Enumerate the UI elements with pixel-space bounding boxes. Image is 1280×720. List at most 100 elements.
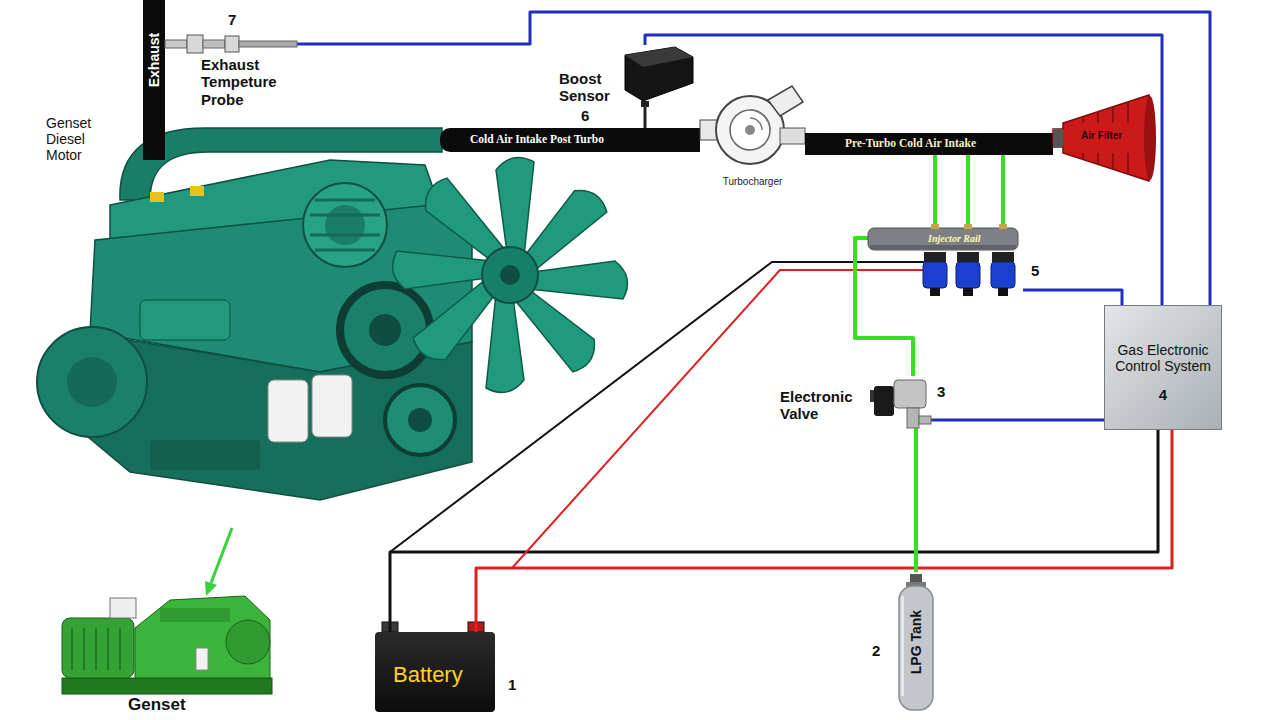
temperature-probe-symbol-part <box>187 35 203 53</box>
injector-rail-symbol-part <box>868 228 1018 250</box>
engine-illustration-part <box>312 375 352 437</box>
engine-illustration-part <box>408 408 432 432</box>
boost-sensor: Boost Sensor <box>555 45 695 107</box>
callout-number: 5 <box>1031 262 1039 279</box>
intake-pipe: Cold Air Intake Post Turbo <box>440 128 700 152</box>
wire-connector <box>645 35 1162 305</box>
pipe-label: Exhaust <box>146 33 162 87</box>
callout-number: 7 <box>228 11 236 28</box>
injector-rail-symbol-part <box>868 261 924 263</box>
wire-connector <box>644 107 647 128</box>
genset-illustration <box>62 596 272 694</box>
lpg-tank-symbol-part <box>899 586 933 710</box>
injector-rail-symbol-part <box>957 252 979 262</box>
pipe-label: Pre-Turbo Cold Air Intake <box>845 137 976 150</box>
temperature-probe: Exhaust Tempeture Probe <box>165 32 297 122</box>
genset-illustration-part <box>72 628 120 670</box>
engine-illustration-part <box>67 357 117 407</box>
air-filter: Air Filter <box>1053 95 1157 181</box>
injector-rail-symbol-part <box>923 262 947 288</box>
callout-number: 1 <box>508 676 516 693</box>
genset-illustration-part <box>62 618 134 678</box>
injector-rail-symbol-part <box>991 262 1015 288</box>
wire-connector <box>1023 290 1122 305</box>
pointer-arrow-part <box>211 528 232 583</box>
engine-illustration-part <box>150 192 164 202</box>
component-label: LPG Tank <box>908 610 924 674</box>
component-label: Gas Electronic Control System <box>1109 342 1217 374</box>
pipe-label: Cold Air Intake Post Turbo <box>470 133 604 146</box>
component-label: Genset Diesel Motor <box>46 115 112 163</box>
engine-illustration <box>37 128 472 500</box>
callout-number: 3 <box>937 383 945 400</box>
injector-rail-symbol-part <box>870 245 1016 249</box>
callout-number: 6 <box>581 107 589 124</box>
injector-rail: Injector Rail <box>868 226 1023 298</box>
injector-rail-symbol-part <box>924 252 946 262</box>
genset-illustration-part <box>62 678 272 694</box>
engine-illustration-part <box>150 440 260 470</box>
injector-rail-symbol-part <box>992 252 1014 262</box>
wire-connector <box>390 430 1158 632</box>
electronic-valve-symbol-part <box>874 386 894 416</box>
engine-illustration-part <box>140 300 230 340</box>
boost-sensor-symbol-part <box>625 47 693 67</box>
intake-pipe: Pre-Turbo Cold Air Intake <box>805 133 1053 155</box>
air-filter-symbol-part <box>1053 129 1063 147</box>
turbocharger-symbol-part <box>768 86 803 116</box>
wire-connector <box>476 270 868 632</box>
component-label: Battery <box>393 662 463 687</box>
genset-illustration-part <box>160 608 230 622</box>
injector-rail-symbol-part <box>930 288 940 296</box>
battery-terminal <box>382 622 484 632</box>
engine-illustration-part <box>268 380 308 442</box>
turbocharger-symbol <box>700 82 805 192</box>
pointer-arrow <box>205 528 232 596</box>
temperature-probe-symbol-part <box>203 40 225 48</box>
wire-connector <box>931 419 1104 422</box>
wire-connector <box>914 428 918 572</box>
control-unit: Gas Electronic Control System4 <box>1104 305 1222 430</box>
electronic-valve-symbol-part <box>894 380 926 408</box>
electronic-valve-symbol-part <box>919 416 931 424</box>
engine-illustration-part <box>303 183 387 267</box>
electronic-valve: Electronic Valve <box>776 376 931 428</box>
component-label: Exhaust Tempeture Probe <box>201 56 296 108</box>
temperature-probe-symbol-part <box>165 40 187 48</box>
temperature-probe-symbol-part <box>225 36 239 52</box>
air-filter-symbol-part <box>1144 96 1156 180</box>
turbocharger-symbol-part <box>730 110 770 150</box>
engine-illustration-part <box>310 200 380 250</box>
wire-connector <box>855 238 913 376</box>
injector-rail-symbol-part <box>963 288 973 296</box>
boost-sensor-symbol-part <box>641 101 649 107</box>
electronic-valve-symbol-part <box>907 408 919 428</box>
injector-rail-symbol-part <box>999 224 1007 229</box>
engine-fan-part <box>482 247 538 303</box>
temperature-probe-symbol-part <box>239 41 297 47</box>
component-label: Injector Rail <box>928 233 981 245</box>
genset-illustration-part <box>110 598 136 618</box>
engine-fan <box>393 158 628 393</box>
genset-illustration-part <box>135 596 270 678</box>
injector-rail-symbol-part <box>964 224 972 229</box>
boost-sensor-symbol-part <box>625 47 693 101</box>
injector-rail-symbol-part <box>931 224 939 229</box>
wire-connector <box>297 12 1210 305</box>
lpg-tank-symbol-part <box>901 596 904 696</box>
engine-illustration-part <box>190 186 204 196</box>
wire-connector <box>1001 155 1005 226</box>
callout-number: 2 <box>872 642 880 659</box>
wire-connector <box>476 430 1172 632</box>
engine-illustration-part <box>325 205 365 245</box>
injector-rail-symbol-part <box>868 269 924 271</box>
turbocharger: Turbocharger <box>700 82 805 192</box>
injector-rail-symbol-part <box>998 288 1008 296</box>
wire-connector <box>390 262 868 632</box>
injector-rail-symbol-part <box>956 262 980 288</box>
